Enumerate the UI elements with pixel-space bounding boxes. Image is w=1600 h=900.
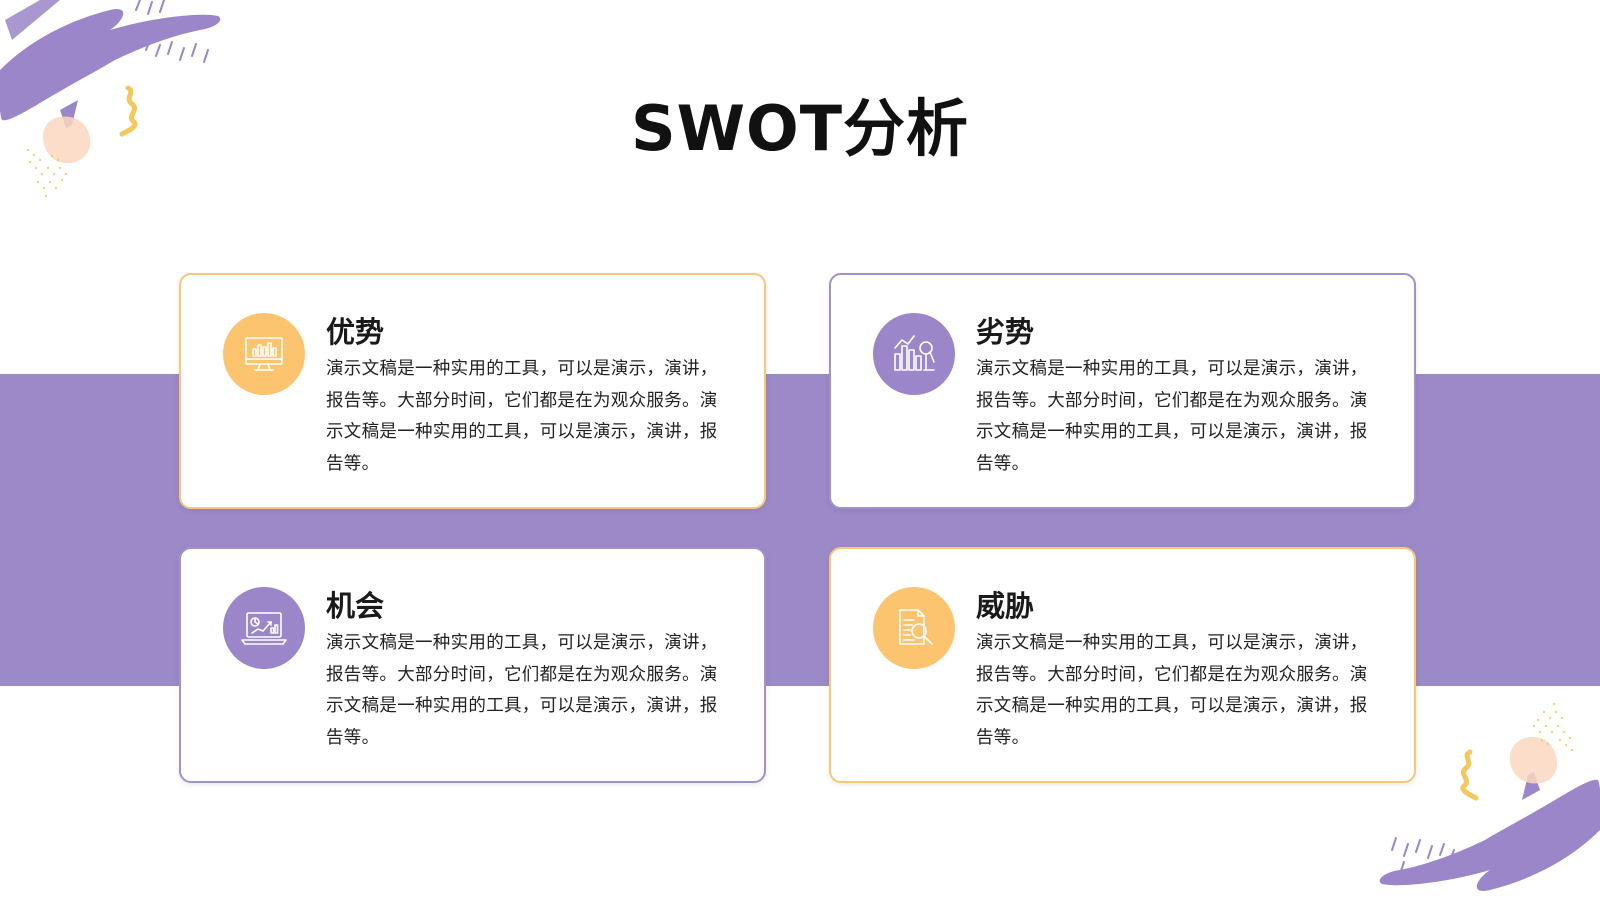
page-title: SWOT分析 [630, 92, 970, 165]
laptop-growth-icon [241, 612, 287, 645]
brush-decoration-top-left [0, 0, 221, 198]
card-description: 演示文稿是一种实用的工具，可以是演示，演讲，报告等。大部分时间，它们都是在为观众… [326, 359, 718, 474]
swot-card-opportunities: 机会 演示文稿是一种实用的工具，可以是演示，演讲，报告等。大部分时间，它们都是在… [179, 547, 766, 783]
brush-decoration-bottom-right [1379, 702, 1600, 891]
card-description: 演示文稿是一种实用的工具，可以是演示，演讲，报告等。大部分时间，它们都是在为观众… [326, 633, 718, 748]
bar-chart-magnifier-icon [894, 335, 935, 371]
card-description: 演示文稿是一种实用的工具，可以是演示，演讲，报告等。大部分时间，它们都是在为观众… [976, 633, 1368, 748]
card-description: 演示文稿是一种实用的工具，可以是演示，演讲，报告等。大部分时间，它们都是在为观众… [976, 359, 1368, 474]
swot-card-weaknesses: 劣势 演示文稿是一种实用的工具，可以是演示，演讲，报告等。大部分时间，它们都是在… [829, 273, 1416, 509]
icon-badge [873, 587, 955, 669]
document-search-icon [899, 609, 933, 645]
card-title: 劣势 [976, 315, 1035, 349]
monitor-chart-icon [245, 337, 283, 371]
icon-badge [873, 313, 955, 395]
card-title: 机会 [326, 589, 385, 623]
icon-badge [223, 587, 305, 669]
icon-badge [223, 313, 305, 395]
card-title: 威胁 [976, 589, 1035, 623]
card-title: 优势 [326, 315, 385, 349]
swot-card-strengths: 优势 演示文稿是一种实用的工具，可以是演示，演讲，报告等。大部分时间，它们都是在… [179, 273, 766, 509]
swot-card-threats: 威胁 演示文稿是一种实用的工具，可以是演示，演讲，报告等。大部分时间，它们都是在… [829, 547, 1416, 783]
